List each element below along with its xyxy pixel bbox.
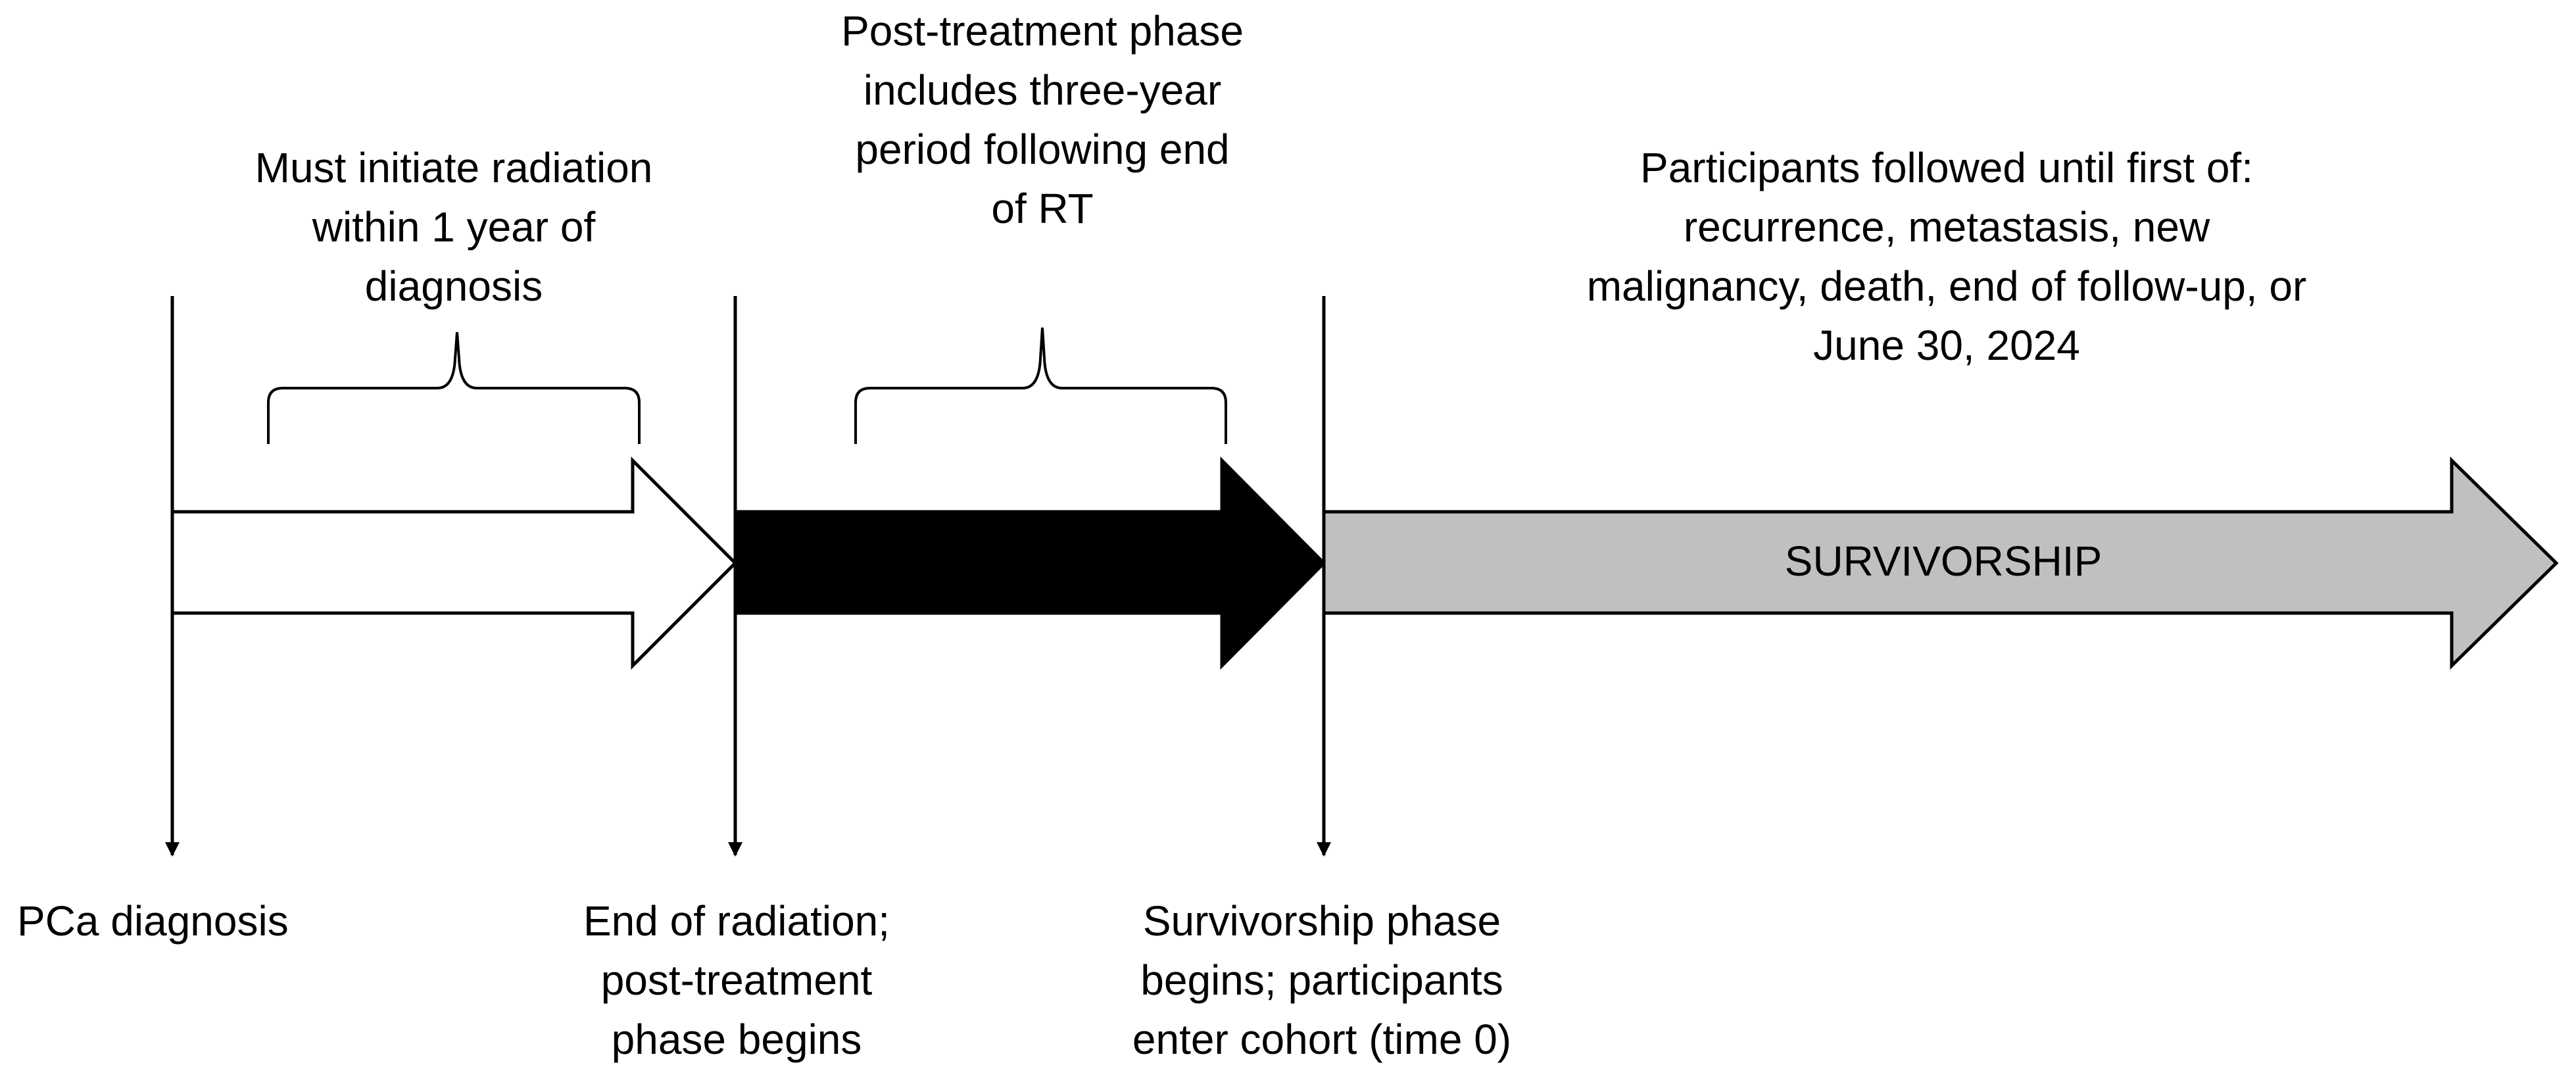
post-treatment-brace <box>854 327 1227 444</box>
annotation-line: diagnosis <box>364 262 543 310</box>
end-of-radiation-milestone-label: End of radiation; post-treatment phase b… <box>520 891 954 1069</box>
annotation-line: of RT <box>991 185 1094 232</box>
annotation-line: includes three-year <box>863 66 1222 114</box>
milestone-line: phase begins <box>611 1016 862 1063</box>
post-treatment-annotation: Post-treatment phase includes three-year… <box>779 1 1305 238</box>
annotation-line: within 1 year of <box>312 203 596 251</box>
annotation-line: Must initiate radiation <box>255 144 653 191</box>
milestone-line: begins; participants <box>1140 956 1503 1004</box>
annotation-line: period following end <box>855 126 1230 173</box>
post-treatment-arrow <box>733 456 1326 670</box>
annotation-line: Post-treatment phase <box>841 7 1244 55</box>
annotation-line: recurrence, metastasis, new <box>1683 203 2210 251</box>
survivorship-arrow <box>1322 457 2559 670</box>
survivorship-phase-label: SURVIVORSHIP <box>1784 537 2102 585</box>
annotation-line: Participants followed until first of: <box>1640 144 2253 191</box>
milestone-line: PCa diagnosis <box>17 897 289 945</box>
milestone-line: post-treatment <box>600 956 873 1004</box>
diagnosis-milestone-label: PCa diagnosis <box>17 891 385 951</box>
milestone-line: End of radiation; <box>583 897 890 945</box>
milestone-line: enter cohort (time 0) <box>1132 1016 1512 1063</box>
diagnosis-window-brace <box>267 332 641 444</box>
milestone-line: Survivorship phase <box>1142 897 1501 945</box>
followup-annotation: Participants followed until first of: re… <box>1493 138 2400 375</box>
annotation-line: malignancy, death, end of follow-up, or <box>1586 262 2307 310</box>
treatment-window-arrow <box>170 456 738 670</box>
survivorship-begins-milestone-label: Survivorship phase begins; participants … <box>1092 891 1552 1069</box>
annotation-line: June 30, 2024 <box>1813 322 2080 369</box>
diagnosis-window-annotation: Must initiate radiation within 1 year of… <box>217 138 691 316</box>
